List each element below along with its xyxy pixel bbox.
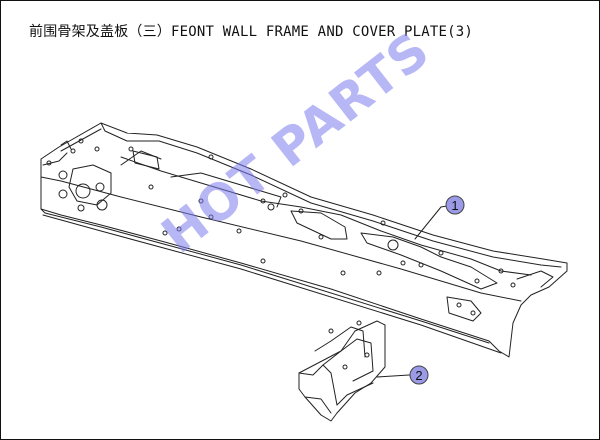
part-cover-plate-bracket <box>298 320 386 422</box>
callout-1: 1 <box>445 195 465 215</box>
frame-outline <box>40 122 568 358</box>
frame-holes <box>46 138 516 316</box>
callout-2-number: 2 <box>415 368 422 383</box>
callout-2: 2 <box>409 365 429 385</box>
callout-1-number: 1 <box>451 198 458 213</box>
page-title: 前围骨架及盖板（三）FEONT WALL FRAME AND COVER PLA… <box>29 24 474 40</box>
part-front-wall-frame <box>40 122 568 358</box>
